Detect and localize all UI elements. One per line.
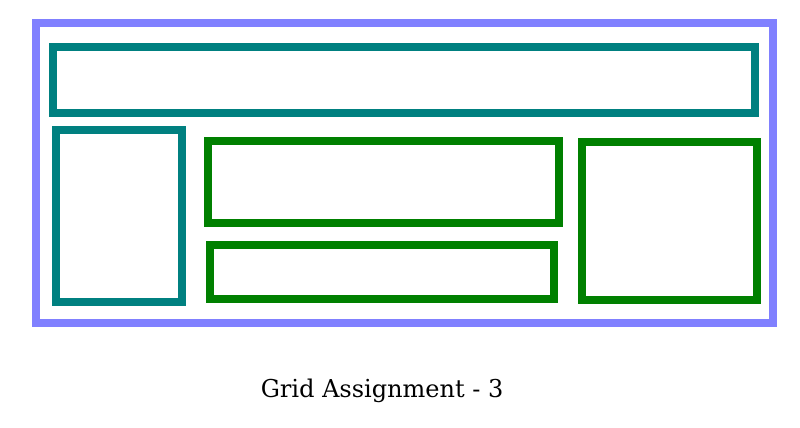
grid-sidebar-block (52, 126, 186, 306)
grid-content-bottom-block (206, 241, 558, 303)
grid-header-block (49, 43, 759, 117)
grid-content-top-block (204, 137, 563, 227)
diagram-caption: Grid Assignment - 3 (260, 375, 504, 403)
grid-aside-block (578, 138, 761, 304)
outer-grid-container (32, 19, 777, 327)
